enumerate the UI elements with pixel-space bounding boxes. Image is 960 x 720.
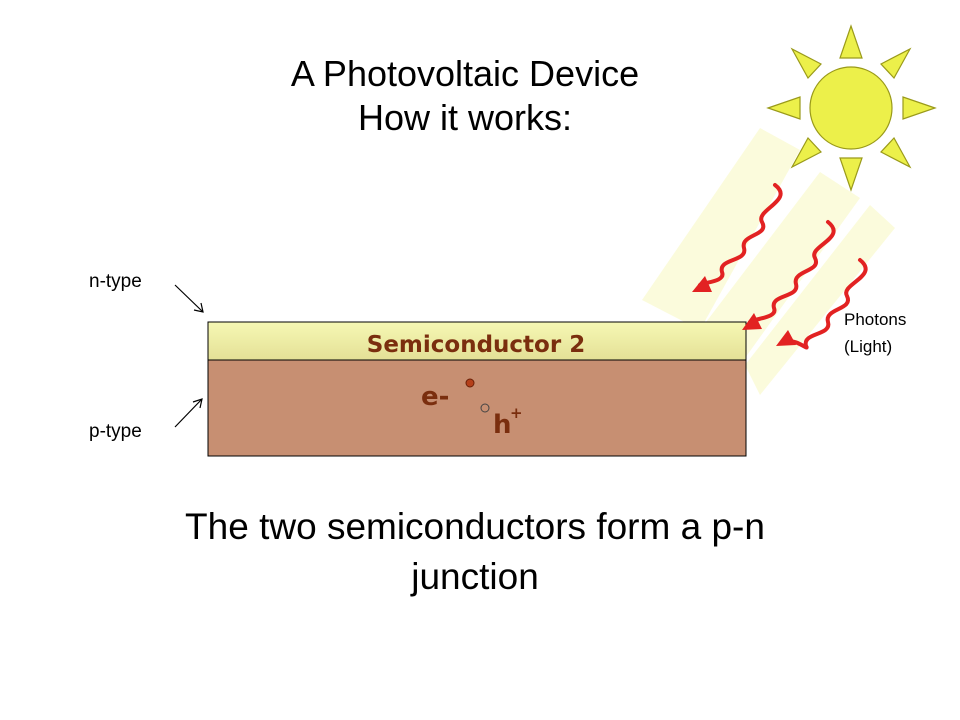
n-type-pointer-head	[193, 302, 204, 313]
semiconductor-2-label: Semiconductor 2	[367, 332, 585, 358]
photon-wave-arrow-icon	[748, 220, 836, 324]
photon-arrowhead-2	[742, 313, 762, 330]
electron-dot-icon	[465, 378, 475, 388]
light-beam-2	[700, 172, 860, 365]
semiconductor-device	[207, 321, 747, 457]
hole-circle-icon	[480, 403, 490, 413]
n-type-layer	[207, 321, 747, 361]
title-line-1: A Photovoltaic Device	[290, 53, 640, 94]
sun-ray	[880, 47, 912, 80]
sun-icon	[766, 24, 937, 192]
photon-waves	[698, 183, 868, 350]
sun-ray	[880, 136, 912, 169]
sun-ray	[766, 96, 801, 120]
n-type-label: n-type	[89, 271, 142, 292]
p-type-pointer	[174, 398, 203, 428]
sun-ray	[839, 24, 863, 59]
light-beam-3	[745, 205, 895, 395]
photons-label: Photons (Light)	[844, 306, 906, 360]
p-type-label: p-type	[89, 421, 142, 442]
photon-arrowhead-3	[776, 330, 796, 346]
title-line-2: How it works:	[357, 97, 573, 138]
light-beam-1	[642, 128, 800, 330]
sun-ray	[839, 157, 863, 192]
photons-label-line-2: (Light)	[844, 337, 893, 356]
caption: The two semiconductors form a p-n juncti…	[90, 502, 860, 602]
hole-label: h	[493, 410, 512, 440]
sun-ray	[902, 96, 937, 120]
pointer-arrow-icon	[174, 284, 204, 428]
light-beams	[642, 128, 895, 395]
p-type-pointer-head	[192, 398, 203, 409]
p-type-layer	[207, 359, 747, 457]
photon-arrowheads	[692, 276, 796, 346]
caption-line-2: junction	[411, 556, 539, 597]
sun-ray	[790, 47, 822, 80]
electron-label: e-	[421, 382, 449, 412]
page-title: A Photovoltaic Device How it works:	[0, 52, 930, 140]
photons-label-line-1: Photons	[844, 310, 907, 329]
sun-disc	[809, 66, 893, 150]
photon-arrowhead-1	[692, 276, 712, 292]
hole-charge-label: +	[510, 404, 523, 422]
photon-wave-arrow-icon	[698, 183, 783, 287]
caption-line-1: The two semiconductors form a p-n	[185, 506, 765, 547]
sun-ray	[790, 136, 822, 169]
n-type-pointer	[174, 284, 204, 313]
photon-wave-arrow-icon	[784, 258, 868, 350]
